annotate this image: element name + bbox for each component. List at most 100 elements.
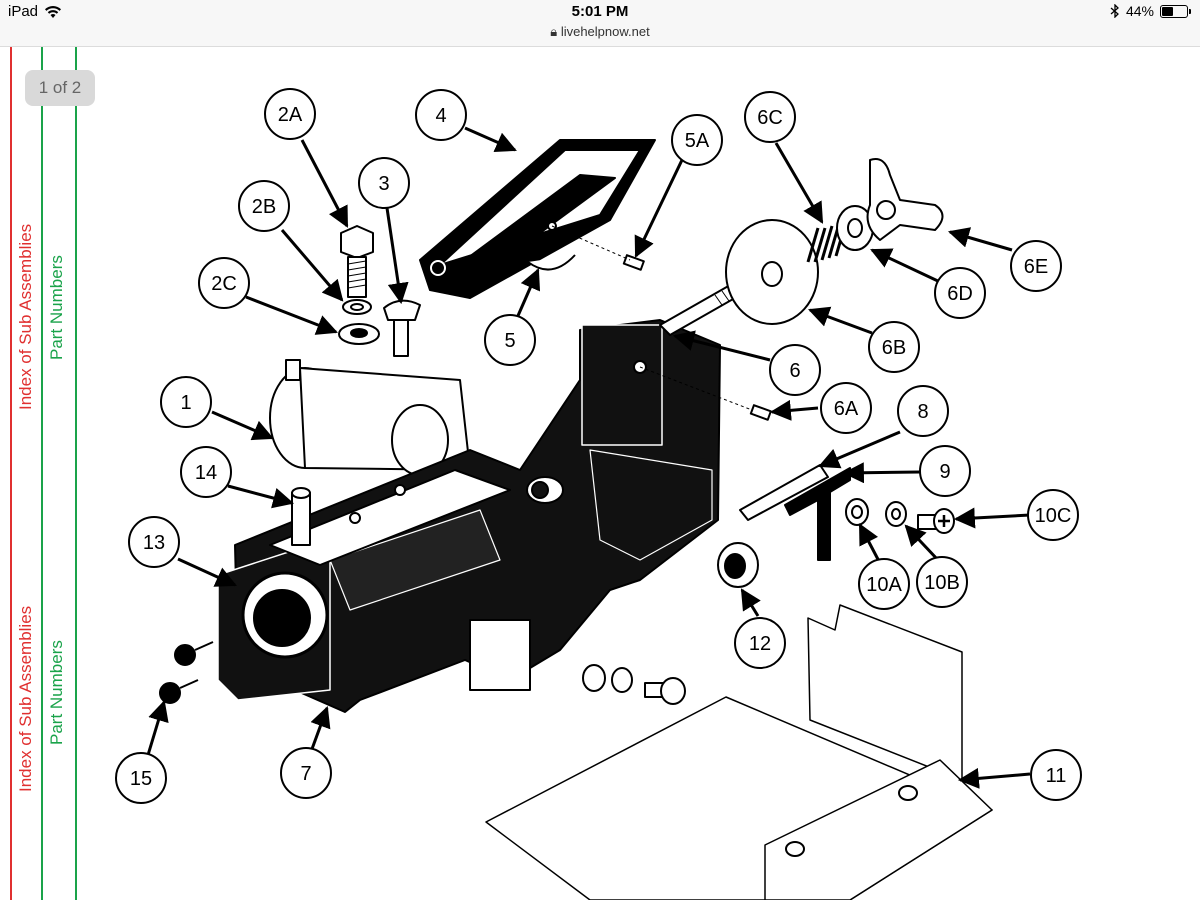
callout-8: 8	[897, 385, 949, 437]
page-indicator: 1 of 2	[25, 70, 95, 106]
part-4-lever-slot	[464, 174, 616, 261]
part-15-rivet-a-stem	[194, 641, 214, 651]
part-2b-hole	[350, 303, 364, 311]
callout-6a: 6A	[820, 382, 872, 434]
callout-6d: 6D	[934, 267, 986, 319]
url-text: livehelpnow.net	[560, 24, 650, 39]
housing-tray	[589, 449, 713, 561]
housing-hole-a	[349, 512, 361, 524]
part-11-cover-back	[807, 604, 963, 781]
part-6e-hole	[876, 200, 896, 220]
callout-5: 5	[484, 314, 536, 366]
bottom-screw-head	[660, 677, 686, 705]
svg-text:9: 9	[939, 461, 950, 483]
part-15-rivet-a	[174, 644, 196, 666]
bottom-washer-a	[582, 664, 606, 692]
svg-text:2B: 2B	[252, 196, 276, 218]
motor-terminal	[285, 359, 301, 381]
leader-lines	[146, 126, 1031, 789]
callout-15: 15	[115, 752, 167, 804]
housing-bracket-tower	[581, 324, 663, 446]
part-11-hole-b	[785, 841, 805, 857]
svg-text:6B: 6B	[882, 337, 906, 359]
callout-3: 3	[358, 157, 410, 209]
part-6a-centerline	[639, 366, 753, 411]
battery-icon	[1160, 4, 1191, 18]
housing-hole-b	[394, 484, 406, 496]
callout-10c: 10C	[1027, 489, 1079, 541]
part-4-hole-a	[430, 260, 446, 276]
svg-text:5: 5	[504, 330, 515, 352]
part-2c-hole	[350, 328, 368, 338]
callout-1: 1	[160, 376, 212, 428]
svg-text:6D: 6D	[947, 283, 973, 305]
callout-4: 4	[415, 89, 467, 141]
callout-13: 13	[128, 516, 180, 568]
part-8-rod	[739, 464, 829, 521]
part-12-grommet-inner	[724, 553, 746, 579]
index-tab-rule	[10, 47, 12, 900]
svg-text:6E: 6E	[1024, 256, 1048, 278]
svg-text:10C: 10C	[1035, 505, 1072, 527]
bluetooth-icon	[1110, 4, 1119, 18]
clock: 5:01 PM	[571, 3, 629, 20]
part-15-rivet-b-stem	[179, 679, 199, 689]
lock-icon: 🔒︎	[550, 24, 558, 39]
callout-5a: 5A	[671, 114, 723, 166]
status-right: 44%	[1110, 3, 1191, 19]
callout-12: 12	[734, 617, 786, 669]
part-14-pin	[291, 492, 311, 546]
housing-cylinder	[329, 509, 501, 611]
url-bar[interactable]: 🔒︎ livehelpnow.net	[0, 24, 1200, 40]
callout-10b: 10B	[916, 556, 968, 608]
svg-text:4: 4	[435, 105, 446, 127]
drawing	[159, 139, 993, 900]
part-3-wingscrew-head	[383, 299, 421, 321]
part-5a-centerline	[551, 225, 631, 261]
svg-text:11: 11	[1046, 765, 1067, 787]
svg-text:8: 8	[917, 401, 928, 423]
bottom-washer-b	[611, 667, 633, 693]
parts-tab-rule-right	[75, 47, 77, 900]
callout-9: 9	[919, 445, 971, 497]
housing-bore-inner	[253, 589, 311, 647]
callout-6b: 6B	[868, 321, 920, 373]
callout-2a: 2A	[264, 88, 316, 140]
svg-text:15: 15	[130, 768, 152, 790]
svg-text:7: 7	[300, 763, 311, 785]
svg-text:10A: 10A	[866, 574, 902, 596]
svg-text:2A: 2A	[278, 104, 303, 126]
callout-6c: 6C	[744, 91, 796, 143]
svg-text:6C: 6C	[757, 107, 783, 129]
part-2a-threads	[347, 260, 367, 289]
status-left: iPad	[8, 3, 62, 20]
part-6a-pin	[749, 404, 772, 421]
callout-10a: 10A	[858, 558, 910, 610]
svg-text:13: 13	[143, 532, 165, 554]
part-2a-bolt-head	[340, 225, 374, 259]
part-10b-hole	[891, 508, 901, 520]
part-6d-hole	[847, 218, 863, 238]
callouts: 2A 2B 2C 3 4 5A 5 6C 6E 6D 6B 6 6A 1 14 …	[115, 88, 1082, 804]
callout-11: 11	[1030, 749, 1082, 801]
part-5-roller	[527, 254, 576, 271]
battery-percent: 44%	[1125, 3, 1154, 19]
battery-fill	[1162, 6, 1173, 16]
part-11-cover-flange	[764, 759, 993, 900]
status-bar: iPad 5:01 PM 🔒︎ livehelpnow.net 44%	[0, 0, 1200, 47]
part-15-rivet-b	[159, 682, 181, 704]
part-10c-slot	[938, 515, 950, 527]
wifi-icon	[45, 5, 62, 18]
svg-text:6: 6	[789, 360, 800, 382]
callout-2b: 2B	[238, 180, 290, 232]
svg-text:10B: 10B	[924, 572, 960, 594]
part-11-hole-a	[898, 785, 918, 801]
callout-7: 7	[280, 747, 332, 799]
callout-6e: 6E	[1010, 240, 1062, 292]
part-10a-hole	[851, 505, 863, 519]
housing-stud-end	[531, 481, 549, 499]
device-name: iPad	[8, 3, 39, 20]
svg-text:12: 12	[749, 633, 771, 655]
parts-tab-rule	[41, 47, 43, 900]
